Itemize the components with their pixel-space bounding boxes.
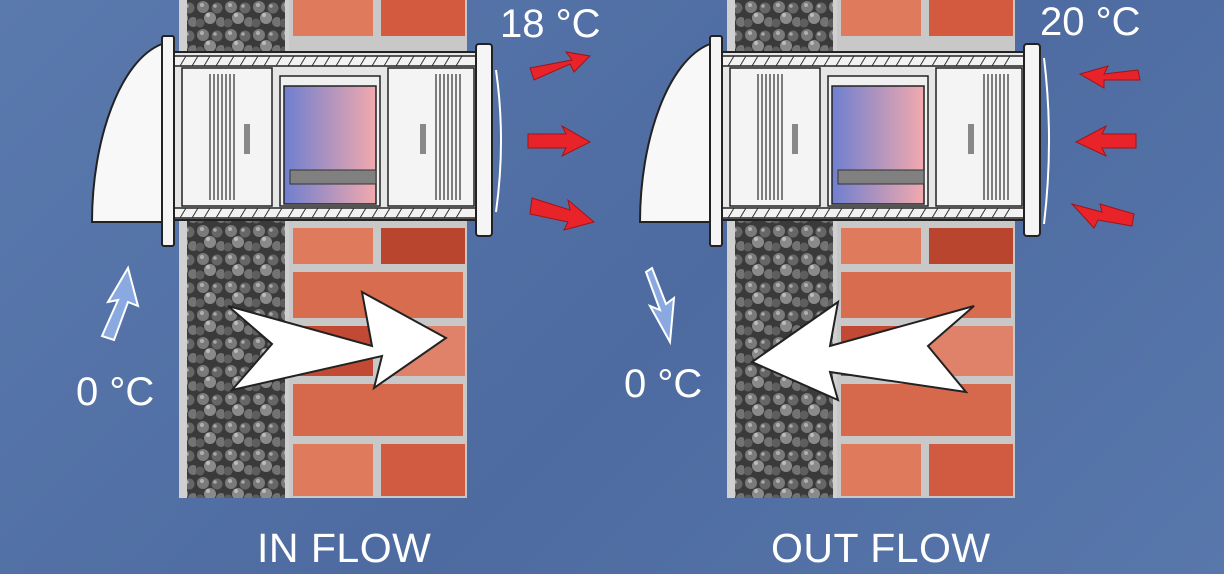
heat-exchanger-icon — [831, 85, 925, 205]
in-flow-illustration — [90, 0, 596, 498]
cold-air-arrow — [644, 266, 676, 346]
in-flow-diagram: 18 °C 0 °C IN FLOW — [76, 0, 601, 571]
warm-air-arrows — [527, 51, 596, 231]
out-flow-caption: OUT FLOW — [771, 525, 991, 571]
in-flow-caption: IN FLOW — [257, 525, 432, 571]
heat-exchanger-icon — [283, 85, 377, 205]
outdoor-temp-label: 0 °C — [76, 370, 155, 414]
ventilator-unit — [90, 35, 502, 247]
indoor-temp-label: 18 °C — [500, 2, 601, 46]
airflow-arrow-icon — [749, 299, 975, 402]
out-flow-diagram: 20 °C 0 °C OUT FLOW — [548, 0, 1160, 574]
warm-air-arrows — [1070, 65, 1141, 229]
ventilator-unit — [638, 35, 1050, 247]
out-flow-illustration — [638, 0, 1141, 498]
outdoor-temp-label: 0 °C — [624, 362, 703, 406]
indoor-temp-label: 20 °C — [1040, 0, 1141, 44]
airflow-arrow-icon — [227, 290, 448, 392]
cold-air-arrow — [100, 265, 140, 342]
